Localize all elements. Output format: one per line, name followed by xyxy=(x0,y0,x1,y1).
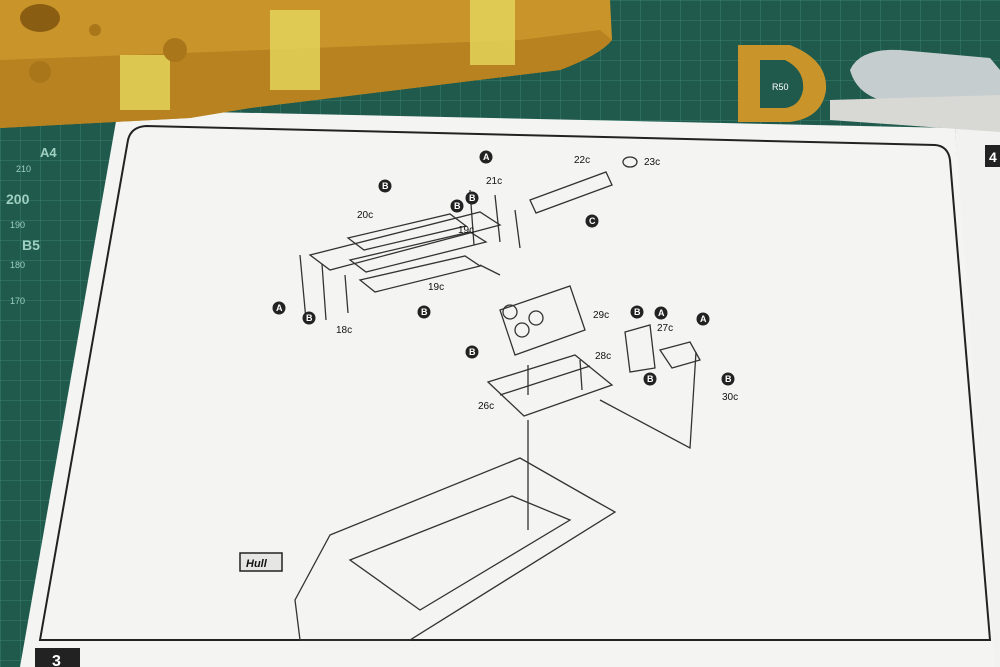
part-20c: 20c xyxy=(357,210,373,221)
part-19c-upper: 19c xyxy=(458,225,474,236)
marker-b-8: B xyxy=(647,374,654,384)
marker-a-1: A xyxy=(483,152,490,162)
mat-label-b5: B5 xyxy=(22,237,40,253)
marker-a-4: A xyxy=(700,314,707,324)
mat-label-a4: A4 xyxy=(40,145,57,160)
mat-label-170: 170 xyxy=(10,296,25,306)
mat-label-190: 190 xyxy=(10,220,25,230)
marker-b-7: B xyxy=(469,347,476,357)
part-28c: 28c xyxy=(595,351,611,362)
page-number-left: 3 xyxy=(52,653,61,667)
part-19c-lower: 19c xyxy=(428,282,444,293)
hull-label: Hull xyxy=(246,558,268,570)
marker-b-5: B xyxy=(421,307,428,317)
marker-b-6: B xyxy=(634,307,641,317)
mat-label-200: 200 xyxy=(6,191,30,207)
part-29c: 29c xyxy=(593,310,609,321)
part-23c: 23c xyxy=(644,157,660,168)
marker-c-1: C xyxy=(589,216,596,226)
marker-a-3: A xyxy=(658,308,665,318)
instruction-sheet: 3 xyxy=(20,110,995,667)
part-26c: 26c xyxy=(478,401,494,412)
part-22c: 22c xyxy=(574,155,590,166)
marker-b-1: B xyxy=(382,181,389,191)
assembly-diagram xyxy=(294,156,701,641)
part-27c: 27c xyxy=(657,323,673,334)
mat-label-180: 180 xyxy=(10,260,25,270)
tree-markers: A B B B A B B C B A A B B B xyxy=(272,150,735,386)
hull-label-box: Hull xyxy=(239,552,283,572)
next-page: 4 xyxy=(955,128,1000,667)
accessories: R50 xyxy=(738,45,1000,132)
part-18c: 18c xyxy=(336,325,352,336)
marker-b-9: B xyxy=(725,374,732,384)
part-21c: 21c xyxy=(486,176,502,187)
marker-a-2: A xyxy=(276,303,283,313)
marker-b-3: B xyxy=(469,193,476,203)
mat-label-210: 210 xyxy=(16,164,31,174)
accessory-label: R50 xyxy=(772,82,789,92)
marker-b-4: B xyxy=(306,313,313,323)
marker-b-2: B xyxy=(454,201,461,211)
page-number-right: 4 xyxy=(989,149,997,165)
part-30c: 30c xyxy=(722,392,738,403)
part-labels: 21c 22c 23c 20c 19c 19c 18c 29c 27c 28c … xyxy=(336,155,738,412)
tank-hull-model xyxy=(0,0,612,128)
mat-ruler: A4 210 200 B5 190 180 170 xyxy=(6,145,57,306)
